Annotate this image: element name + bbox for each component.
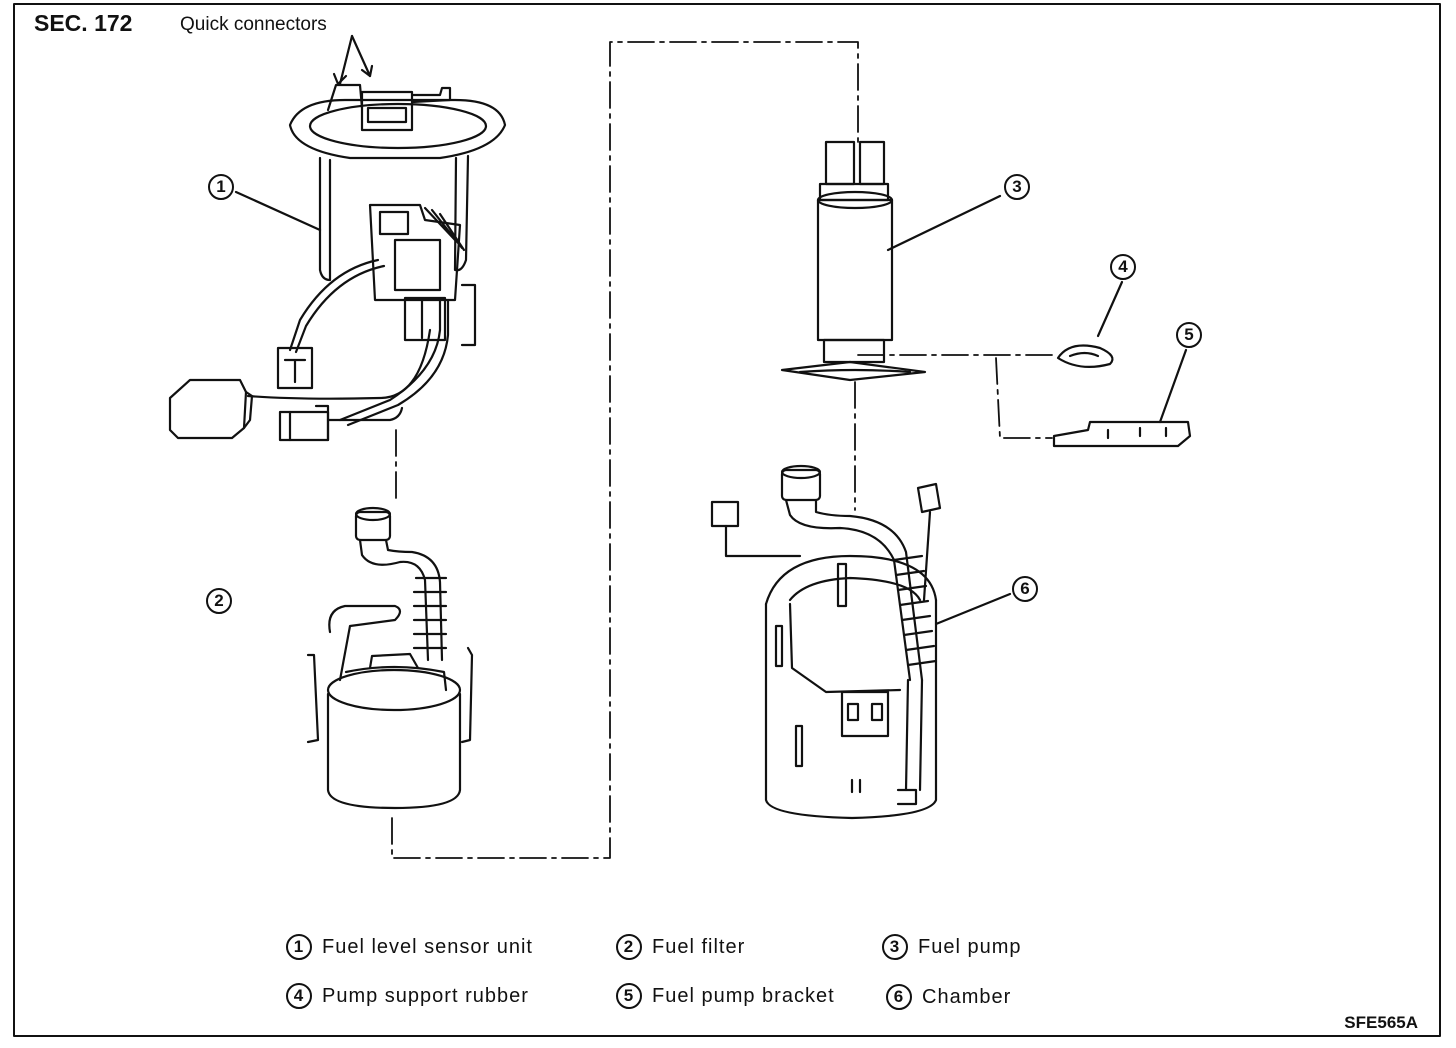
legend-num-6: 6: [886, 984, 912, 1010]
fuel-pump-drawing: [780, 140, 1002, 382]
section-number: SEC. 172: [34, 10, 133, 36]
legend-label-2: Fuel filter: [652, 935, 746, 958]
legend-label-5: Fuel pump bracket: [652, 984, 835, 1007]
pump-support-rubber-drawing: [1056, 280, 1124, 369]
legend-label-4: Pump support rubber: [322, 984, 529, 1007]
callout-4: 4: [1110, 254, 1136, 280]
fuel-filter-drawing: [306, 506, 474, 810]
assembly-line-filter-to-pump: [391, 41, 859, 859]
callout-6: 6: [1012, 576, 1038, 602]
legend-num-4: 4: [286, 983, 312, 1009]
legend-item-4: 4 Pump support rubber: [286, 983, 529, 1009]
legend-num-3: 3: [882, 934, 908, 960]
legend-num-1: 1: [286, 934, 312, 960]
callout-3: 3: [1004, 174, 1030, 200]
quick-connectors-label: Quick connectors: [180, 14, 327, 35]
diagram-border: [13, 3, 1441, 1037]
figure-code: SFE565A: [1344, 1013, 1418, 1032]
legend-label-3: Fuel pump: [918, 935, 1022, 958]
legend-item-5: 5 Fuel pump bracket: [616, 983, 835, 1009]
chamber-drawing: [710, 464, 1012, 820]
legend-item-2: 2 Fuel filter: [616, 934, 745, 960]
fuel-level-sensor-unit-drawing: [168, 34, 507, 442]
fuel-pump-bracket-drawing: [1052, 348, 1192, 448]
legend-num-2: 2: [616, 934, 642, 960]
legend-label-6: Chamber: [922, 985, 1012, 1008]
legend-item-6: 6 Chamber: [886, 984, 1011, 1010]
callout-5: 5: [1176, 322, 1202, 348]
assembly-line-to-bracket: [995, 357, 1053, 439]
callout-1: 1: [208, 174, 234, 200]
legend-label-1: Fuel level sensor unit: [322, 935, 533, 958]
legend-item-1: 1 Fuel level sensor unit: [286, 934, 533, 960]
callout-2: 2: [206, 588, 232, 614]
legend-num-5: 5: [616, 983, 642, 1009]
legend-item-3: 3 Fuel pump: [882, 934, 1022, 960]
